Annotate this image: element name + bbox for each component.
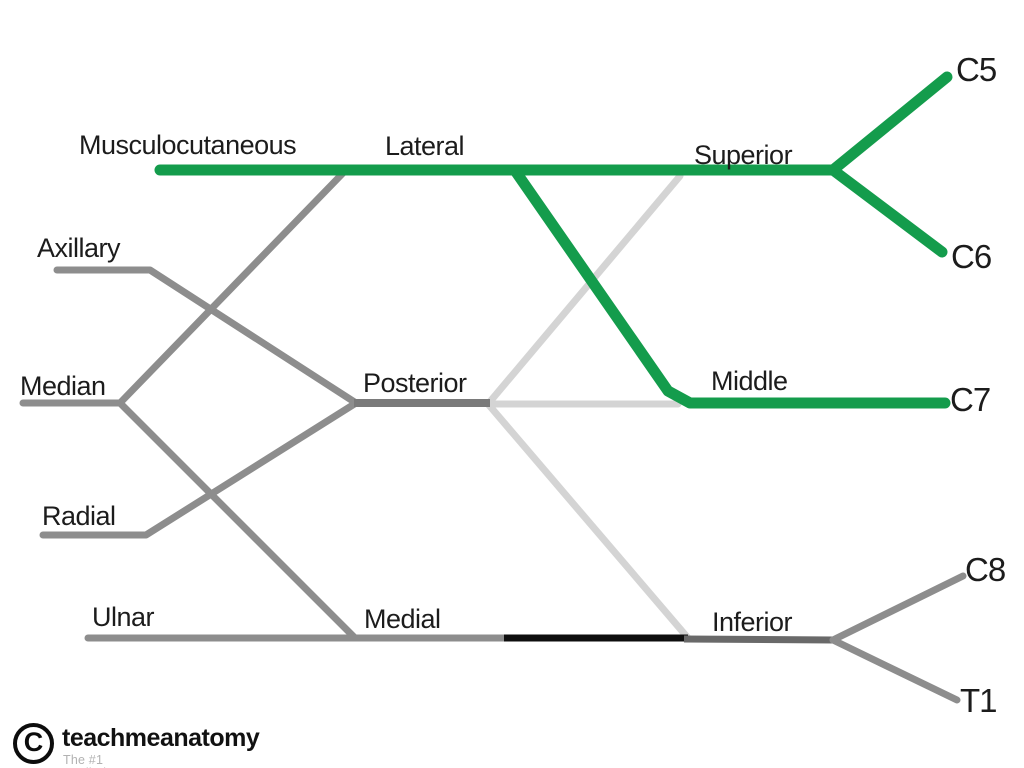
lateral-middle-c7-line [510, 166, 951, 409]
label-lateral-cord: Lateral [385, 131, 465, 161]
posterior-division-superior-line [484, 172, 684, 408]
label-median-nerve: Median [20, 371, 106, 401]
label-root-c5: C5 [956, 51, 997, 88]
label-musculocutaneous-nerve: Musculocutaneous [79, 130, 297, 160]
label-root-c8: C8 [965, 551, 1006, 588]
posterior-division-inferior-line [484, 400, 692, 642]
c5-root-line [827, 71, 953, 176]
label-ulnar-nerve: Ulnar [92, 602, 155, 632]
copyright-icon: C [13, 723, 54, 764]
label-middle-trunk: Middle [711, 366, 788, 396]
label-axillary-nerve: Axillary [37, 233, 121, 263]
brand-name: teachmeanatomy [62, 724, 260, 752]
brand-tagline: The #1 Applied Human Anatomy Site on the… [63, 753, 106, 768]
median-medial-root-line [116, 399, 358, 641]
label-radial-nerve: Radial [42, 501, 116, 531]
label-inferior-trunk: Inferior [712, 607, 793, 637]
label-root-c6: C6 [951, 238, 992, 275]
radial-line [39, 399, 360, 539]
median-lateral-root-line [116, 167, 349, 407]
label-root-t1: T1 [960, 682, 998, 719]
label-medial-cord: Medial [364, 604, 441, 634]
t1-root-line [829, 636, 961, 704]
inferior-trunk-line [683, 635, 834, 644]
c6-root-line [827, 164, 948, 258]
label-root-c7: C7 [950, 381, 991, 418]
label-superior-trunk: Superior [694, 140, 793, 170]
label-posterior-cord: Posterior [363, 368, 467, 398]
axillary-line [53, 266, 360, 407]
c8-root-line [829, 572, 967, 644]
